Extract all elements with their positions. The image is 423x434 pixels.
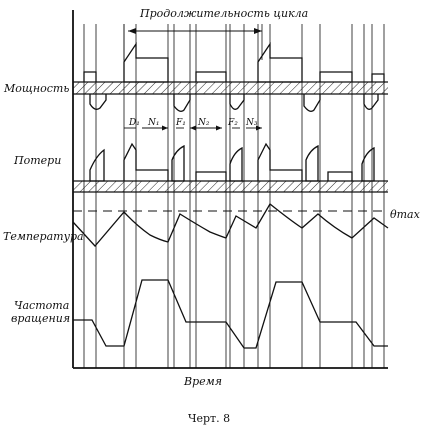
cycle-duration-arrow bbox=[128, 28, 262, 34]
interval-f1: F₁ bbox=[175, 118, 186, 128]
losses-waveform bbox=[73, 142, 388, 193]
interval-n3: N₃ bbox=[245, 118, 258, 128]
interval-f2: F₂ bbox=[227, 118, 238, 128]
speed-curve bbox=[73, 279, 388, 349]
speed-row-label-line2: вращения bbox=[11, 312, 70, 325]
theta-max-label: θmax bbox=[390, 208, 421, 221]
figure-caption: Черт. 8 bbox=[188, 412, 230, 425]
interval-n1: N₁ bbox=[147, 118, 159, 128]
cycle-duration-label: Продолжительность цикла bbox=[139, 7, 308, 20]
time-axis-label: Время bbox=[183, 375, 222, 388]
temperature-row-label: Температура bbox=[3, 230, 84, 243]
speed-row-label-line1: Частота bbox=[14, 299, 69, 312]
temperature-curve bbox=[72, 203, 389, 247]
power-row-label: Мощность bbox=[3, 82, 69, 95]
interval-d1: D₁ bbox=[128, 118, 140, 128]
power-waveform bbox=[73, 41, 388, 112]
interval-n2: N₂ bbox=[197, 118, 210, 128]
losses-row-label: Потери bbox=[13, 154, 61, 167]
interval-markers bbox=[124, 125, 262, 131]
vertical-grid-lines bbox=[83, 24, 385, 368]
